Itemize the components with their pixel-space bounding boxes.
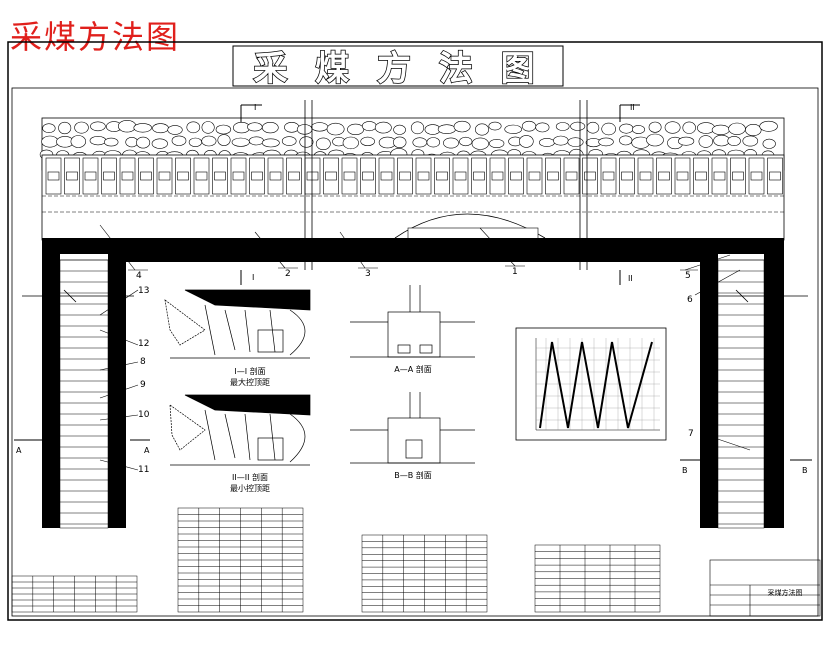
mark-I-top: I	[254, 103, 256, 112]
mark-II-top: II	[630, 103, 635, 112]
callout-6: 6	[687, 295, 693, 305]
callout-1: 1	[512, 267, 518, 277]
callout-5: 5	[685, 271, 691, 281]
work-cycle-chart	[515, 327, 667, 441]
section-A-A: A—A 剖面	[350, 285, 475, 374]
mark-B-right: B	[802, 466, 808, 475]
callout-7: 7	[688, 429, 694, 439]
section-marks: I II I II A A B B	[14, 103, 812, 475]
hydraulic-support-row	[41, 154, 785, 241]
caption-I-I-sub: 最大控顶距	[230, 377, 270, 387]
title-block: 采煤方法图	[709, 559, 821, 617]
callout-3: 3	[365, 269, 371, 279]
drawing-frame	[7, 41, 823, 621]
caption-II-II-sub: 最小控顶距	[230, 483, 270, 493]
callout-12: 12	[138, 339, 149, 349]
callout-9: 9	[140, 380, 146, 390]
mark-A-right: A	[144, 446, 150, 455]
title-block-main: 采煤方法图	[768, 588, 803, 597]
section-II-II: II—II 剖面 最小控顶距	[169, 394, 311, 493]
inner-frame	[11, 87, 819, 617]
callout-4: 4	[136, 271, 142, 281]
mark-II-bottom: II	[628, 274, 633, 283]
section-B-B: B—B 剖面	[350, 392, 475, 480]
callout-10: 10	[138, 410, 150, 420]
callouts	[99, 224, 751, 471]
caption-B-B: B—B 剖面	[394, 470, 432, 480]
coal-bands	[42, 238, 784, 528]
section-I-I: I—I 剖面 最大控顶距	[164, 289, 311, 387]
mark-I-bottom: I	[252, 273, 254, 282]
overlay-title: 采煤方法图	[10, 18, 181, 56]
caption-I-I: I—I 剖面	[234, 366, 265, 376]
break-lines	[22, 100, 808, 303]
caption-A-A: A—A 剖面	[394, 364, 432, 374]
callout-11: 11	[138, 465, 149, 475]
banner-title: 采 煤 方 法 图	[253, 49, 542, 89]
callout-13: 13	[138, 286, 149, 296]
left-roadway	[59, 259, 109, 529]
parameter-tables	[11, 507, 661, 613]
banner: 采 煤 方 法 图	[232, 45, 564, 90]
mark-A-left: A	[16, 446, 22, 455]
callout-8: 8	[140, 357, 146, 367]
caption-II-II: II—II 剖面	[232, 472, 268, 482]
mark-B-left: B	[682, 466, 688, 475]
right-roadway	[717, 259, 765, 529]
callout-2: 2	[285, 269, 291, 279]
